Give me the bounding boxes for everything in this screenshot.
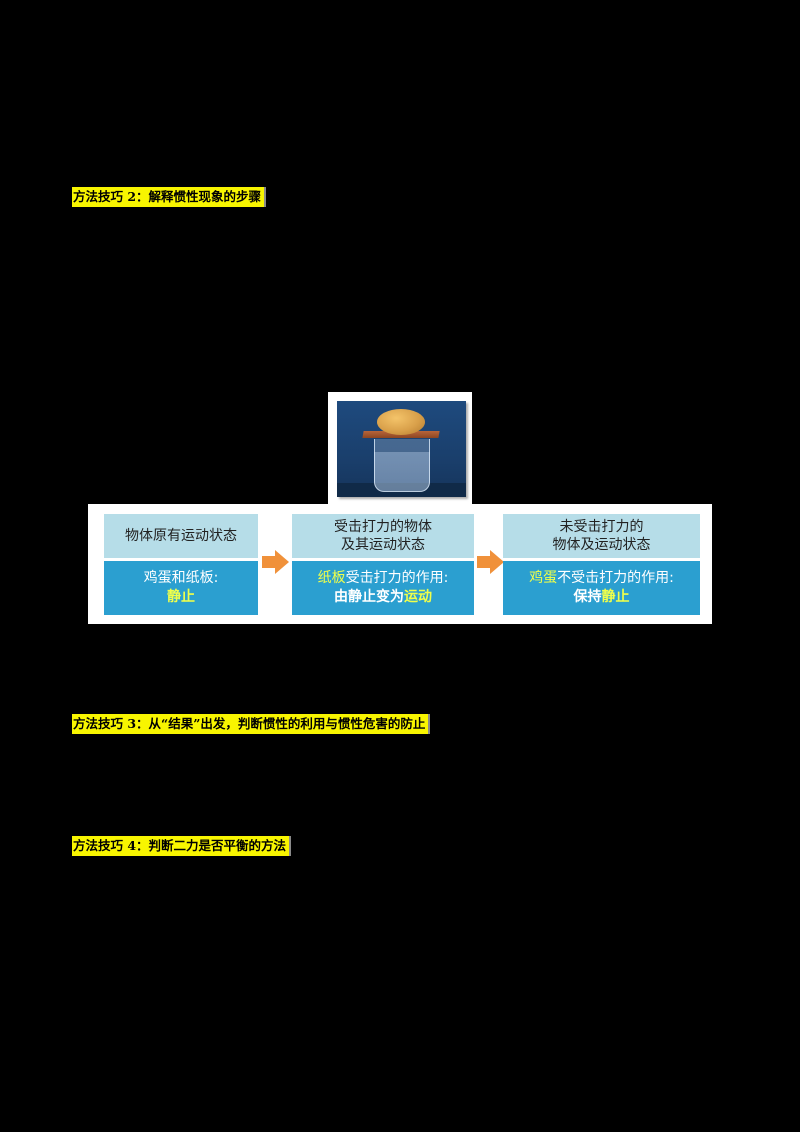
step-1-title-text: 物体原有运动状态 bbox=[125, 528, 237, 544]
step-2-title-line1: 受击打力的物体 bbox=[334, 519, 432, 535]
step-2-title: 受击打力的物体 及其运动状态 bbox=[292, 514, 474, 558]
step-box-1: 物体原有运动状态 鸡蛋和纸板: 静止 bbox=[104, 514, 258, 615]
step-box-3: 未受击打力的 物体及运动状态 鸡蛋不受击打力的作用: 保持静止 bbox=[503, 514, 700, 615]
step-3-title-line2: 物体及运动状态 bbox=[552, 537, 651, 553]
step-2-highlight: 运动 bbox=[404, 589, 432, 605]
step-2-subject: 纸板 bbox=[317, 570, 346, 586]
step-1-body: 鸡蛋和纸板: 静止 bbox=[104, 561, 258, 615]
step-3-body: 鸡蛋不受击打力的作用: 保持静止 bbox=[503, 561, 700, 615]
step-2-body-line2: 由静止变为 bbox=[334, 589, 404, 605]
step-2-body-line1: 受击打力的作用: bbox=[345, 570, 449, 586]
heading-tip-3: 方法技巧 3：从“结果”出发，判断惯性的利用与惯性危害的防止 bbox=[72, 714, 429, 734]
inertia-steps-diagram: 物体原有运动状态 鸡蛋和纸板: 静止 受击打力的物体 及其运动状态 纸板受击打力… bbox=[88, 504, 712, 624]
step-2-title-line2: 及其运动状态 bbox=[341, 537, 425, 553]
heading-tip-2: 方法技巧 2：解释惯性现象的步骤 bbox=[72, 187, 265, 207]
step-3-title: 未受击打力的 物体及运动状态 bbox=[503, 514, 700, 558]
step-3-title-line1: 未受击打力的 bbox=[559, 519, 644, 535]
step-3-subject: 鸡蛋 bbox=[529, 570, 558, 586]
step-2-body: 纸板受击打力的作用: 由静止变为运动 bbox=[292, 561, 474, 615]
step-1-body-line1: 鸡蛋和纸板: bbox=[143, 570, 219, 586]
egg bbox=[377, 409, 425, 435]
step-1-title: 物体原有运动状态 bbox=[104, 514, 258, 558]
step-1-highlight: 静止 bbox=[167, 589, 195, 605]
water-glass bbox=[374, 439, 430, 492]
step-3-body-line1: 不受击打力的作用: bbox=[557, 570, 674, 586]
egg-glass-photo-frame bbox=[328, 392, 472, 505]
heading-tip-4: 方法技巧 4：判断二力是否平衡的方法 bbox=[72, 836, 290, 856]
egg-inertia-photo bbox=[337, 401, 466, 497]
step-box-2: 受击打力的物体 及其运动状态 纸板受击打力的作用: 由静止变为运动 bbox=[292, 514, 474, 615]
step-3-highlight: 静止 bbox=[601, 589, 630, 605]
step-3-body-line2: 保持 bbox=[573, 589, 602, 605]
